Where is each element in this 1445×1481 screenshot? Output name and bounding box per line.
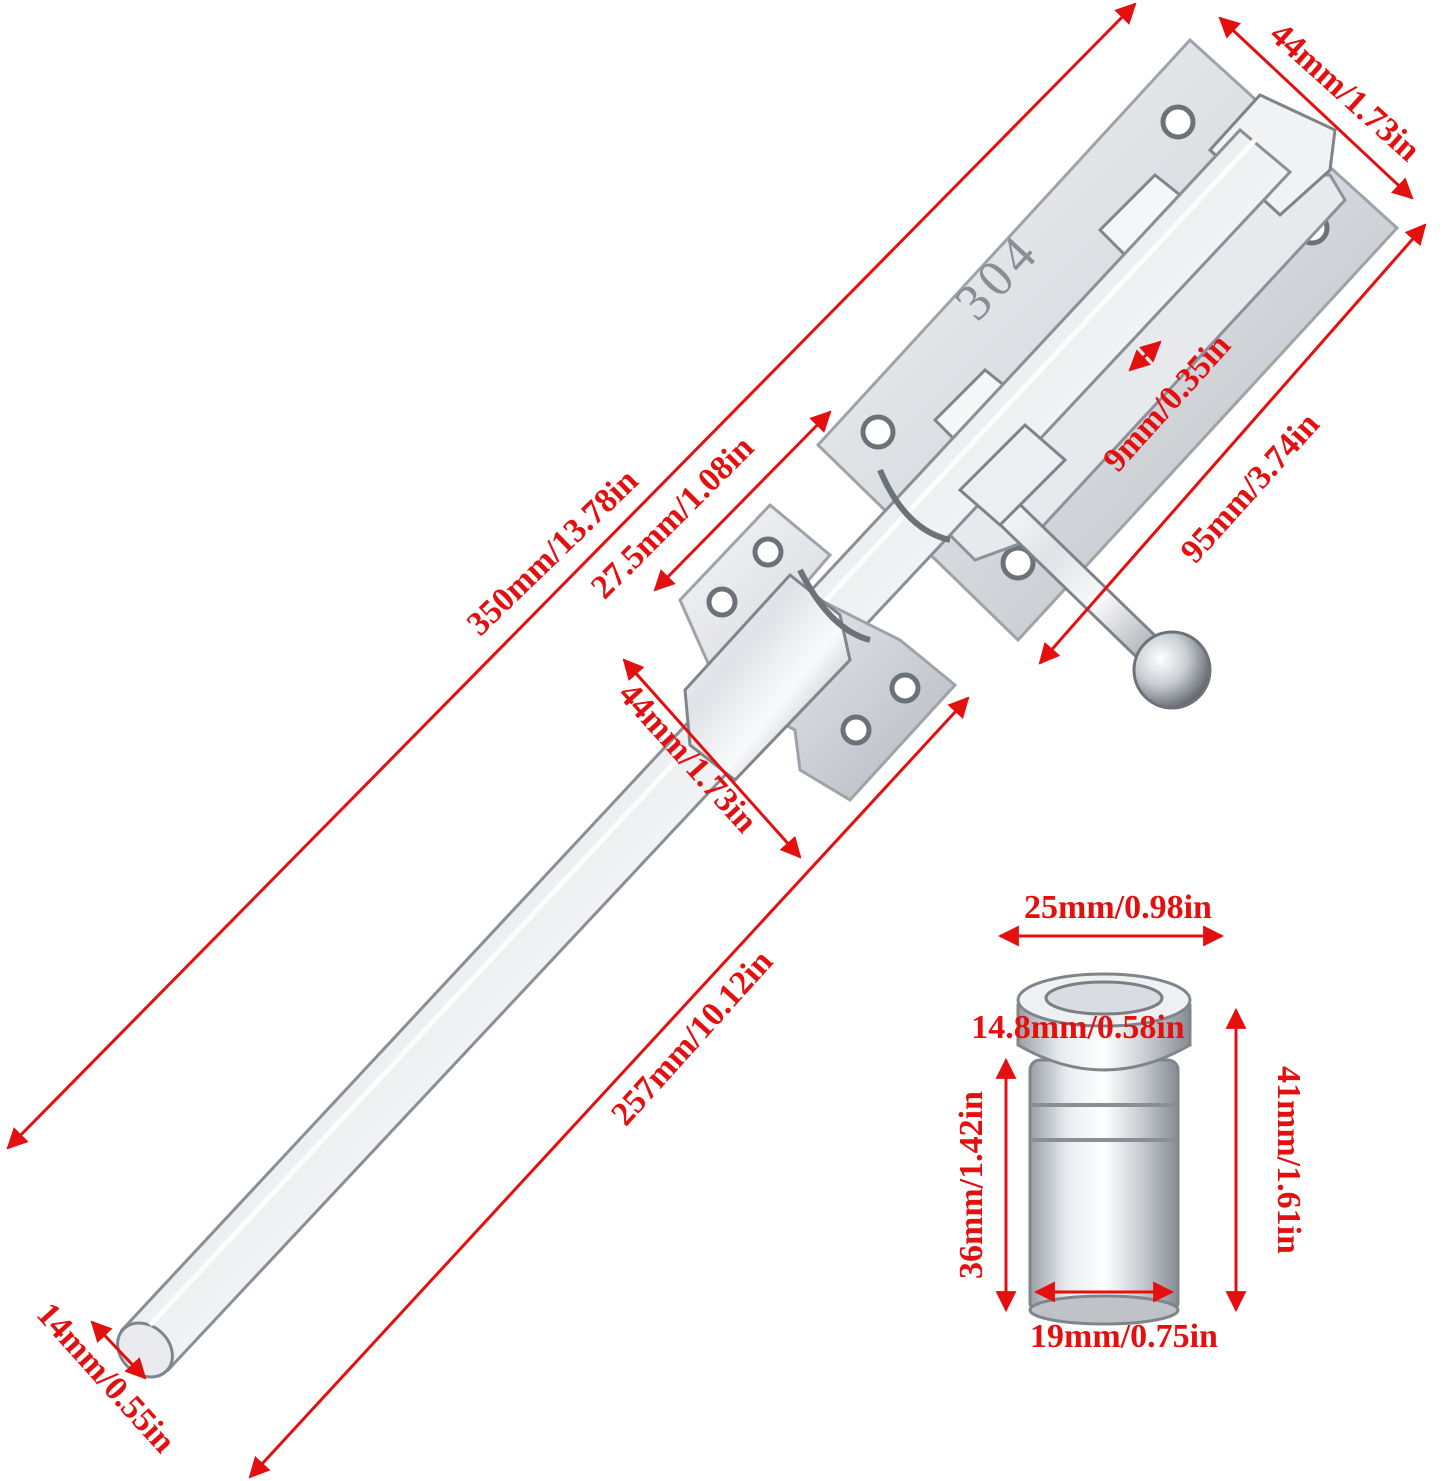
- label-flange-diameter: 25mm/0.98in: [1024, 889, 1212, 926]
- label-rod-length: 257mm/10.12in: [604, 943, 780, 1133]
- dimension-lines: [6, 2, 1427, 1479]
- arrow-keeper-offset: [653, 410, 832, 592]
- arrow-handle-gap: [1128, 340, 1162, 372]
- arrow-rod-diameter: [90, 1320, 147, 1380]
- handle-knob: [1132, 630, 1212, 710]
- label-body-diameter: 19mm/0.75in: [1030, 1318, 1218, 1355]
- socket-body: [1028, 1058, 1180, 1314]
- arrow-plate-width: [1218, 16, 1414, 200]
- arrow-overall-length: [6, 2, 1137, 1150]
- label-total-height: 41mm/1.61in: [1270, 1066, 1307, 1254]
- label-body-height: 36mm/1.42in: [953, 1091, 990, 1279]
- label-inner-hole: 14.8mm/0.58in: [971, 1009, 1185, 1046]
- arrow-rod-length: [248, 696, 970, 1479]
- arrow-plate-length: [1038, 223, 1427, 665]
- door-bolt-illustration: 304: [116, 37, 1400, 1379]
